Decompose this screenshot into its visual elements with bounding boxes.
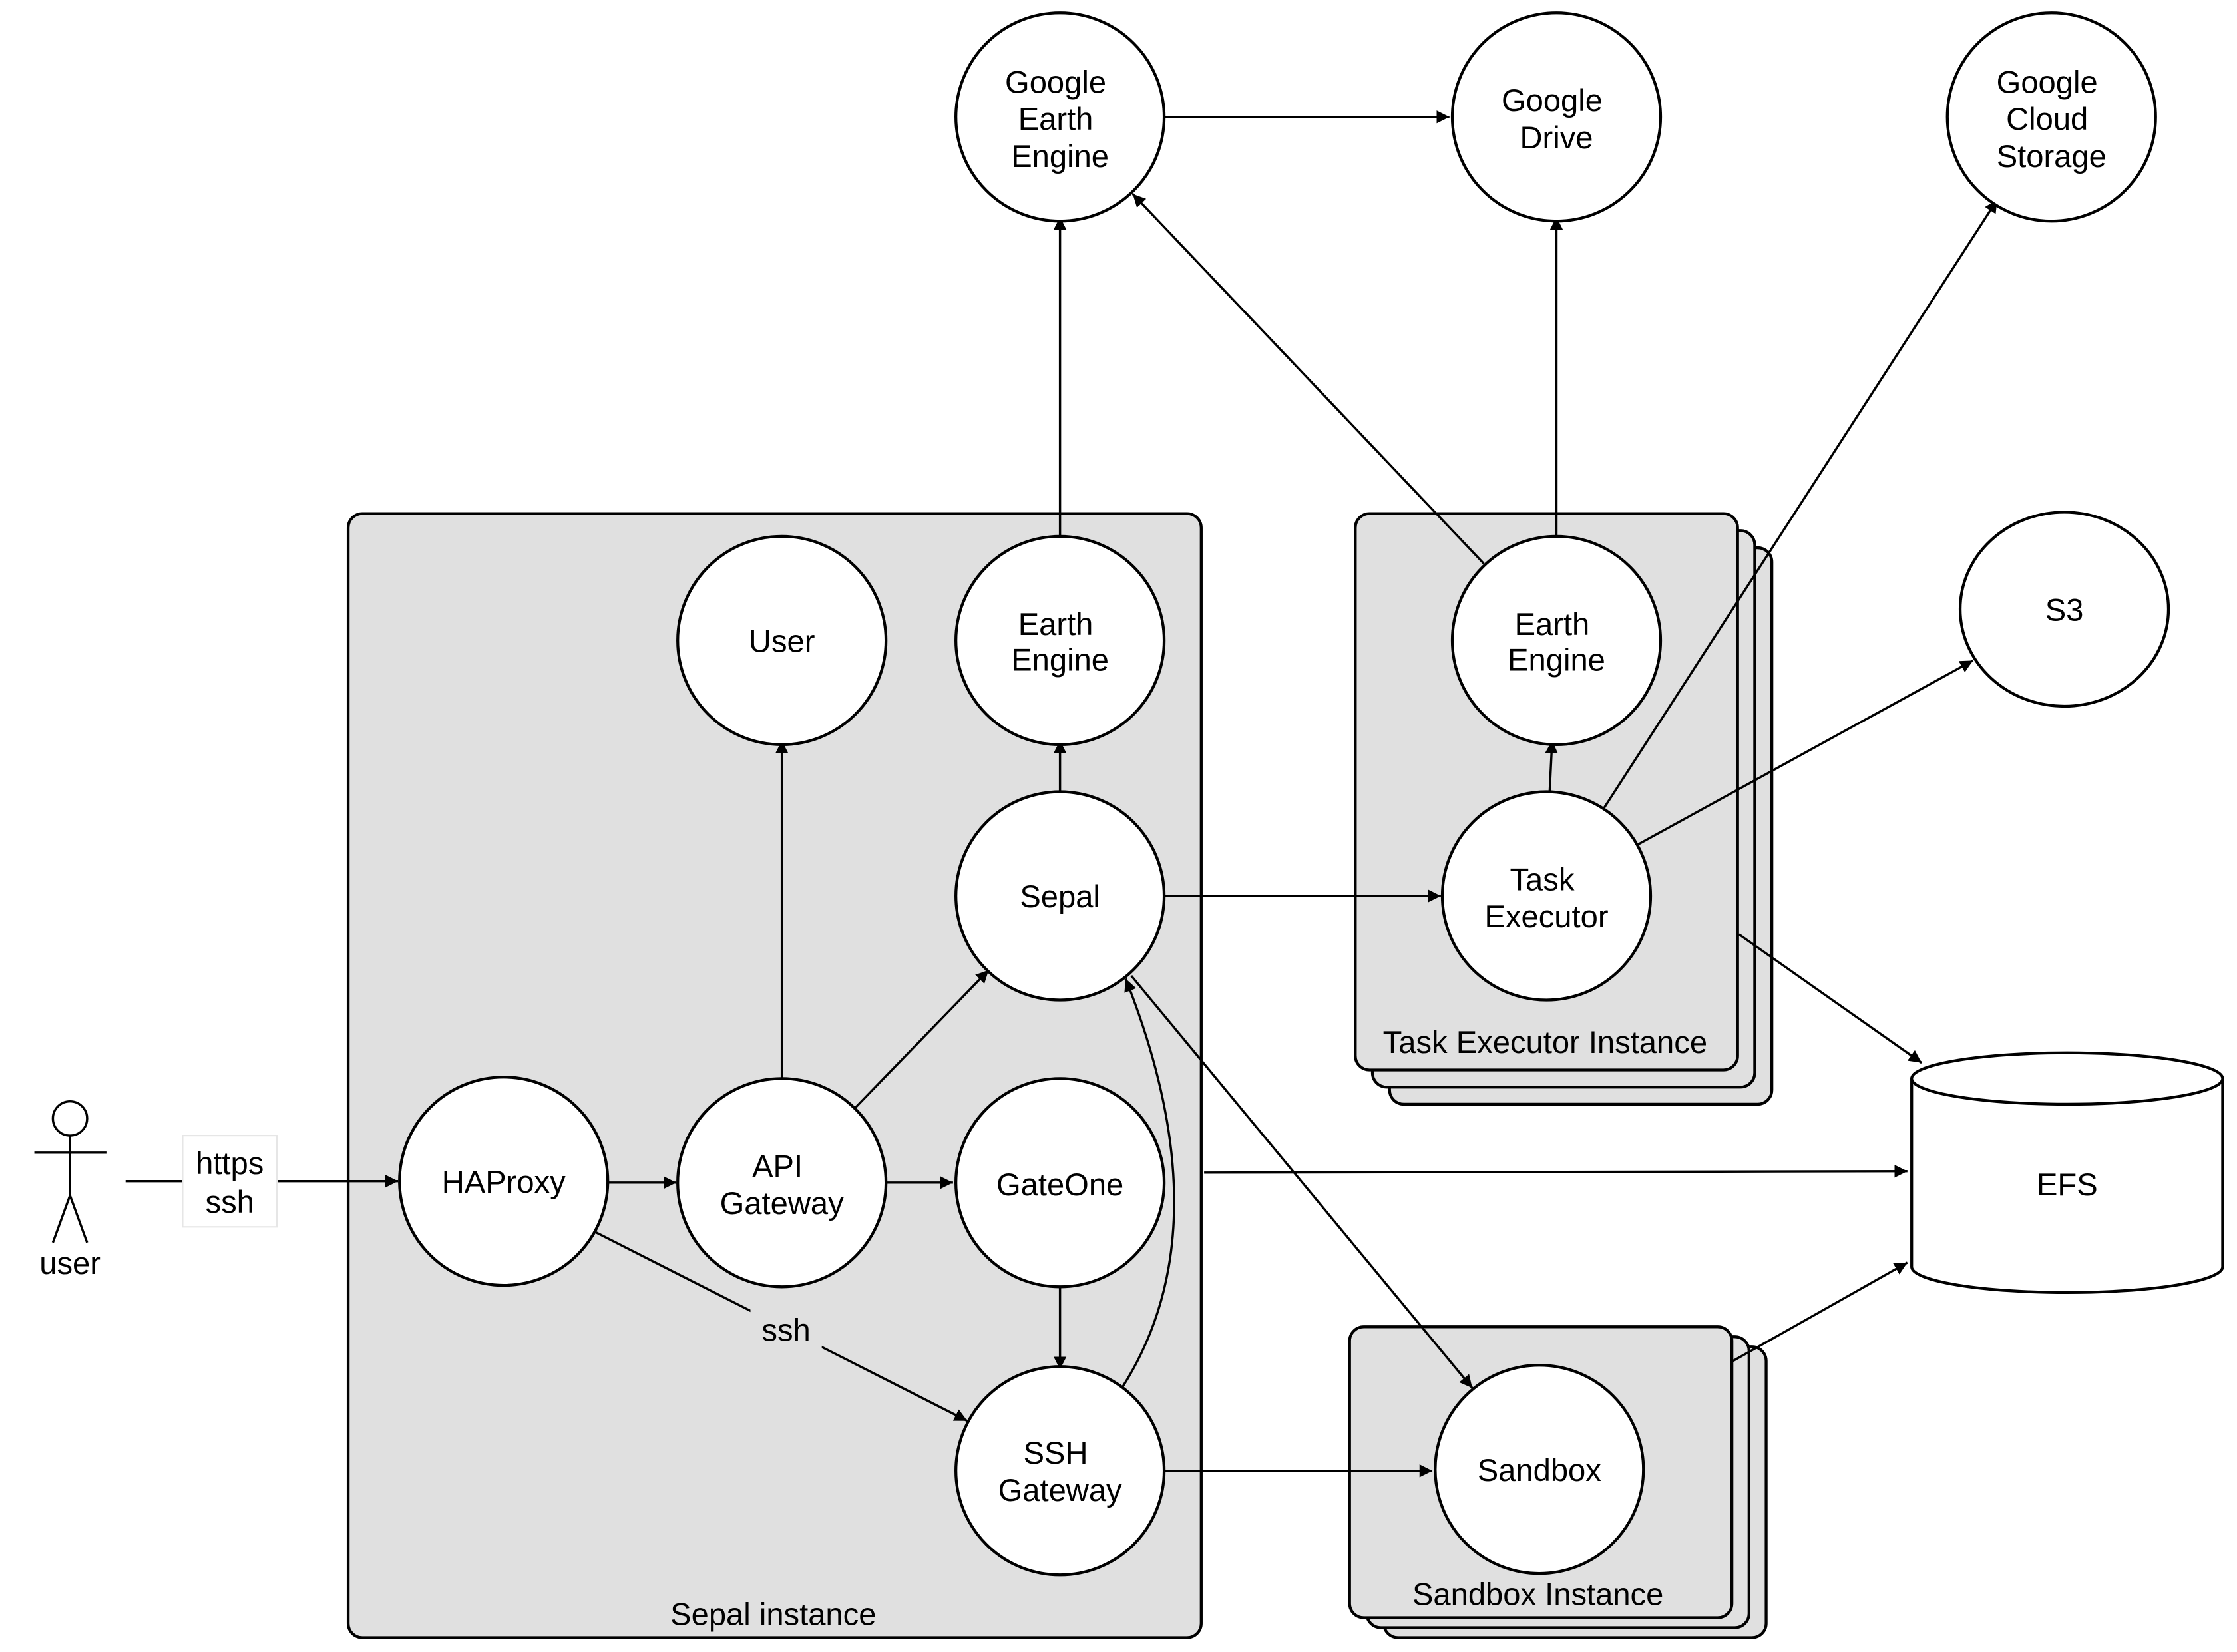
svg-text:Sandbox: Sandbox <box>1478 1452 1602 1488</box>
sepal-instance-container: Sepal instance <box>346 512 1203 1639</box>
earth-engine-task-line-2: Engine <box>1508 642 1605 677</box>
api-gateway-line-2: Gateway <box>720 1185 844 1221</box>
svg-text:Earth Engine: Earth Engine <box>1011 606 1109 678</box>
drive-line-1: Google <box>1502 83 1603 118</box>
task-executor-line-1: Task <box>1510 861 1574 897</box>
task-executor-instance-label: Task Executor Instance <box>1383 1024 1707 1060</box>
svg-text:Google Drive: Google Drive <box>1502 83 1611 155</box>
drive-line-2: Drive <box>1520 120 1593 155</box>
earth-engine-sepal-line-1: Earth <box>1018 606 1094 642</box>
svg-text:API Gateway: API Gateway <box>720 1148 844 1221</box>
edge-label-haproxy-ssh-gateway: ssh <box>750 1307 822 1350</box>
node-efs: EFS <box>1910 1051 2224 1295</box>
efs-line-1: EFS <box>2037 1167 2098 1202</box>
ssh-gateway-line-2: Gateway <box>998 1472 1122 1508</box>
edge-sandbox-instance-to-efs <box>1730 1261 1908 1364</box>
edge-task-executor-to-s3 <box>1637 659 1974 846</box>
api-gateway-line-1: API <box>752 1148 803 1183</box>
sandbox-line-1: Sandbox <box>1478 1452 1602 1488</box>
edge-api-gateway-to-sepal <box>852 969 990 1111</box>
svg-text:Task Executor: Task Executor <box>1484 861 1608 934</box>
node-earth-engine-task: Earth Engine <box>1450 534 1663 746</box>
svg-text:Google Cloud Stora: Google Cloud Storage <box>1997 64 2107 173</box>
svg-text:Earth Engine: Earth Engine <box>1508 606 1605 678</box>
s3-line-1: S3 <box>2045 592 2084 627</box>
task-executor-line-2: Executor <box>1484 899 1608 934</box>
node-user-service: User <box>676 534 888 746</box>
svg-text:S3: S3 <box>2045 592 2084 627</box>
gee-line-2: Earth <box>1018 101 1094 136</box>
sandbox-instance-label: Sandbox Instance <box>1412 1576 1663 1611</box>
node-earth-engine-sepal: Earth Engine <box>954 534 1166 746</box>
efs-cylinder-top <box>1910 1051 2224 1106</box>
edge-sepal-instance-to-efs <box>1204 1165 1908 1178</box>
sepal-instance-label: Sepal instance <box>670 1596 876 1631</box>
edge-sepal-to-sandbox <box>1130 974 1474 1389</box>
edge-label-https: https <box>196 1145 264 1181</box>
efs-cylinder-body <box>1910 1078 2224 1295</box>
edge-task-executor-instance-to-efs <box>1738 933 1923 1064</box>
edge-ssh-gateway-to-sepal <box>1121 978 1175 1388</box>
svg-text:Sepal: Sepal <box>1020 879 1100 914</box>
ssh-gateway-line-1: SSH <box>1024 1435 1088 1470</box>
user-service-line-1: User <box>749 624 815 659</box>
svg-text:User: User <box>749 624 815 659</box>
svg-text:HAProxy: HAProxy <box>442 1164 566 1199</box>
node-api-gateway: API Gateway <box>676 1077 888 1289</box>
sepal-line-1: Sepal <box>1020 879 1100 914</box>
node-google-earth-engine: Google Earth Engine <box>954 11 1166 223</box>
node-ssh-gateway: SSH Gateway <box>954 1365 1166 1577</box>
haproxy-line-1: HAProxy <box>442 1164 566 1199</box>
node-google-drive: Google Drive <box>1450 11 1663 223</box>
gcs-line-2: Cloud <box>2006 101 2088 136</box>
node-s3: S3 <box>1958 511 2170 708</box>
edges <box>125 110 1999 1478</box>
edge-task-executor-to-gcs <box>1599 199 1999 814</box>
node-sandbox: Sandbox <box>1434 1364 1645 1575</box>
earth-engine-task-line-1: Earth <box>1515 606 1590 642</box>
node-google-cloud-storage: Google Cloud Storage <box>1945 11 2157 223</box>
node-haproxy: HAProxy <box>398 1076 610 1287</box>
earth-engine-sepal-line-2: Engine <box>1011 642 1109 677</box>
edge-earth-engine-task-to-gee <box>1131 193 1485 564</box>
user-actor: user <box>34 1100 107 1281</box>
node-sepal: Sepal <box>954 790 1166 1002</box>
actor-label: user <box>39 1245 101 1281</box>
node-task-executor: Task Executor <box>1440 790 1653 1002</box>
svg-text:Google Earth Engin: Google Earth Engine <box>1005 64 1115 173</box>
edge-task-executor-to-earth-engine <box>1545 740 1558 799</box>
actor-head <box>51 1100 89 1137</box>
node-gateone: GateOne <box>954 1077 1166 1289</box>
gcs-line-3: Storage <box>1997 138 2107 174</box>
svg-text:SSH Gateway: SSH Gateway <box>998 1435 1122 1508</box>
gcs-line-1: Google <box>1997 64 2098 99</box>
svg-text:GateOne: GateOne <box>996 1167 1123 1202</box>
gee-line-1: Google <box>1005 64 1106 99</box>
edge-label-user-haproxy: https ssh <box>182 1135 278 1228</box>
edge-label-ssh: ssh <box>206 1184 254 1219</box>
edge-label-ssh-inner: ssh <box>761 1313 810 1348</box>
gee-line-3: Engine <box>1011 138 1109 174</box>
gateone-line-1: GateOne <box>996 1167 1123 1202</box>
svg-text:EFS: EFS <box>2037 1167 2098 1202</box>
